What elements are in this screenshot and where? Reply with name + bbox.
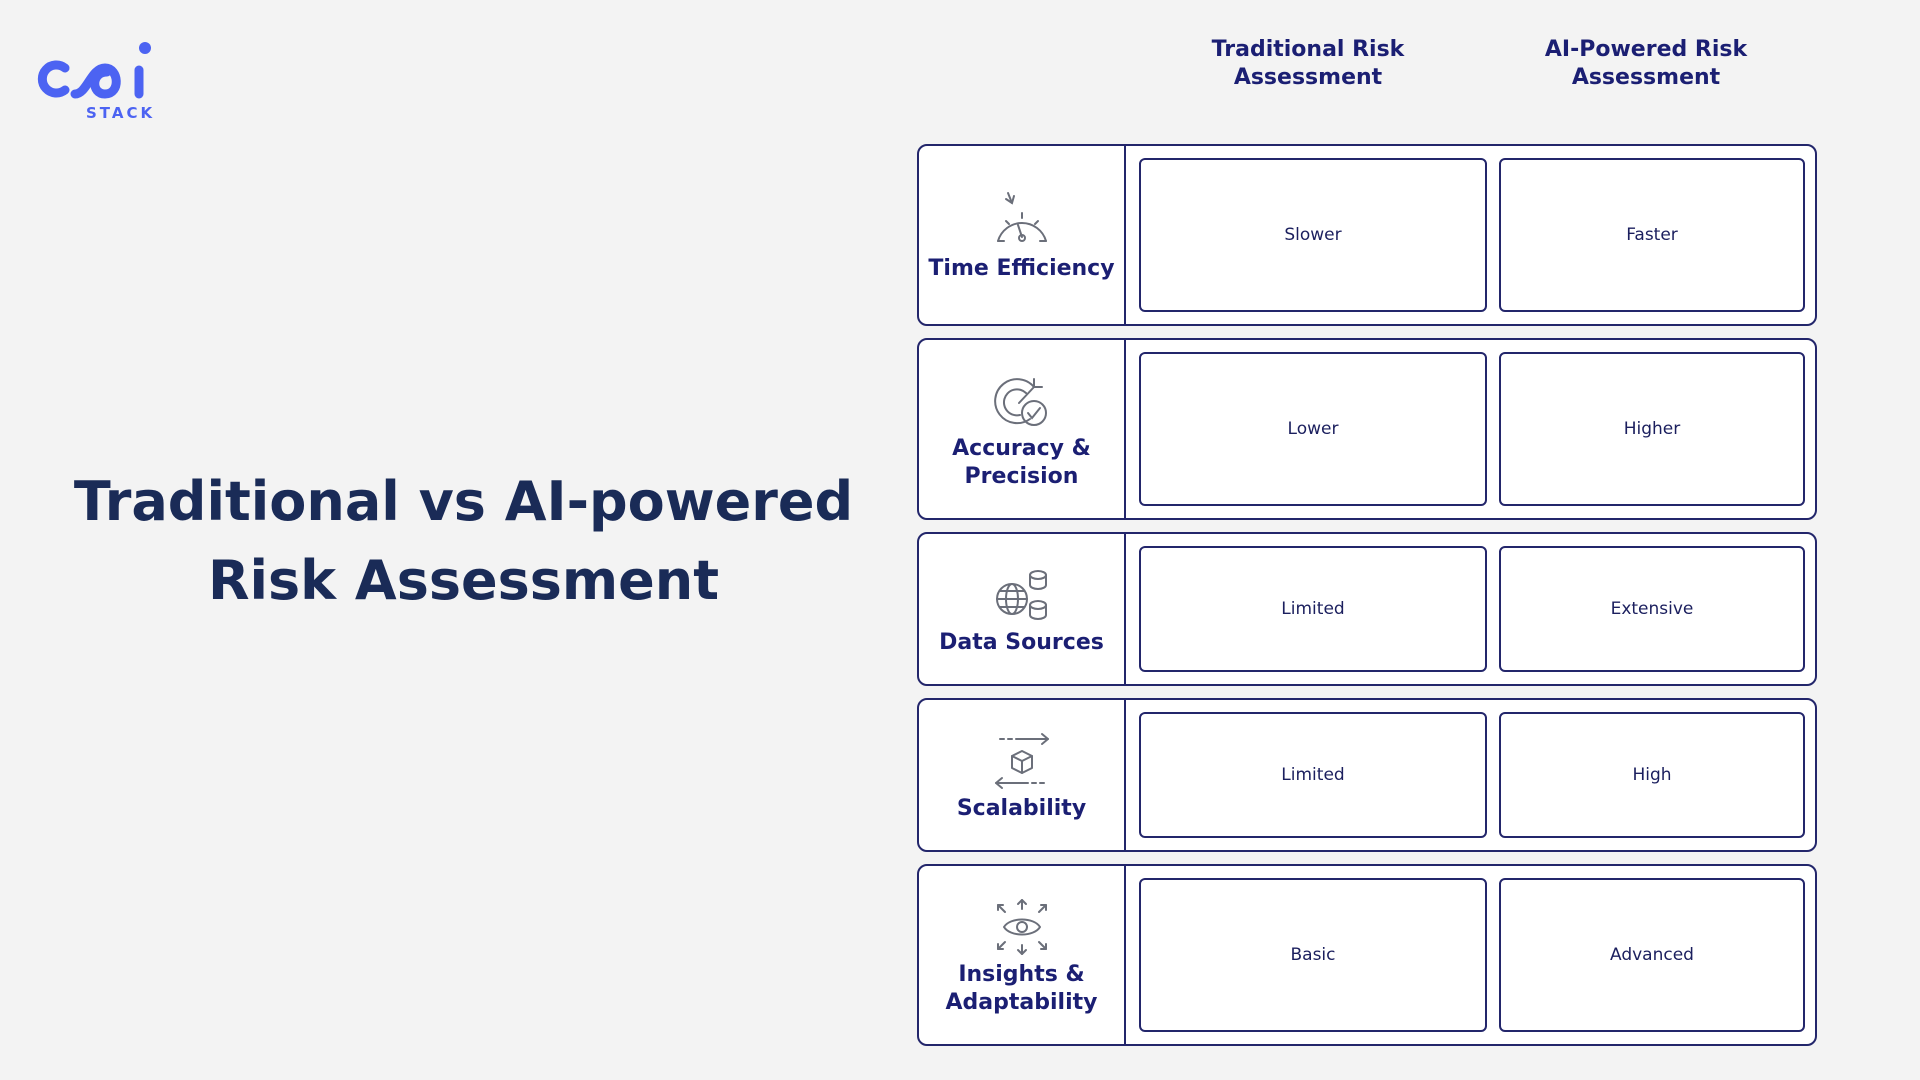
column-header-ai: AI-Powered Risk Assessment bbox=[1544, 37, 1748, 90]
eye-focus-icon bbox=[996, 899, 1047, 955]
speedometer-icon bbox=[996, 192, 1047, 242]
logo-sub: STACK bbox=[86, 104, 156, 122]
row-label-cell: Scalability bbox=[919, 700, 1126, 850]
cube-arrows-icon bbox=[994, 733, 1049, 789]
ai-value: Faster bbox=[1499, 158, 1805, 312]
comparison-row-insights: Insights & Adaptability Basic Advanced bbox=[917, 864, 1817, 1046]
traditional-value: Slower bbox=[1139, 158, 1487, 312]
globe-database-icon bbox=[995, 570, 1047, 620]
traditional-value: Limited bbox=[1139, 712, 1487, 838]
traditional-value: Lower bbox=[1139, 352, 1487, 506]
ai-value: Extensive bbox=[1499, 546, 1805, 672]
row-label-cell: Insights & Adaptability bbox=[919, 866, 1126, 1044]
traditional-value: Limited bbox=[1139, 546, 1487, 672]
target-check-icon bbox=[993, 378, 1047, 426]
row-label-cell: Time Efficiency bbox=[919, 146, 1126, 324]
traditional-value: Basic bbox=[1139, 878, 1487, 1032]
ai-value: Advanced bbox=[1499, 878, 1805, 1032]
comparison-row-accuracy: Accuracy & Precision Lower Higher bbox=[917, 338, 1817, 520]
row-label: Time Efficiency bbox=[928, 256, 1115, 281]
page-title: Traditional vs AI-powered Risk Assessmen… bbox=[73, 470, 854, 612]
ai-value: High bbox=[1499, 712, 1805, 838]
column-header-traditional: Traditional Risk Assessment bbox=[1211, 37, 1405, 90]
row-label-cell: Accuracy & Precision bbox=[919, 340, 1126, 518]
comparison-row-time-efficiency: Time Efficiency Slower Faster bbox=[917, 144, 1817, 326]
ai-value: Higher bbox=[1499, 352, 1805, 506]
row-label: Insights & Adaptability bbox=[945, 962, 1098, 1015]
row-label: Scalability bbox=[956, 796, 1087, 821]
comparison-row-data-sources: Data Sources Limited Extensive bbox=[917, 532, 1817, 686]
logo-mark bbox=[37, 42, 151, 99]
row-label-cell: Data Sources bbox=[919, 534, 1126, 684]
row-label: Accuracy & Precision bbox=[952, 436, 1091, 489]
row-label: Data Sources bbox=[939, 630, 1104, 655]
comparison-row-scalability: Scalability Limited High bbox=[917, 698, 1817, 852]
logo: STACK bbox=[31, 38, 156, 124]
